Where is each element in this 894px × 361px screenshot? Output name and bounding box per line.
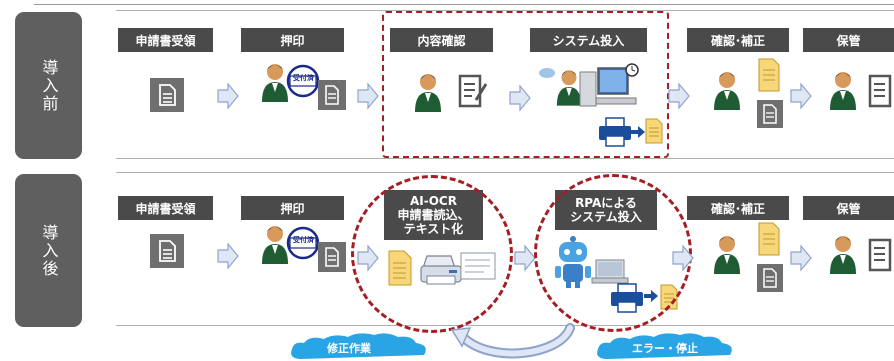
person-icon <box>830 72 856 110</box>
document-icon <box>150 234 184 268</box>
before-row-bottom-line <box>116 158 894 159</box>
after-row-top-line <box>116 172 894 173</box>
after-step-stamp: 押印 <box>241 196 344 220</box>
loop-arrow-icon <box>450 323 575 359</box>
checklist-icon <box>868 74 892 108</box>
computer-icon <box>579 63 639 107</box>
arrow-right-icon <box>509 84 531 112</box>
printer-icon <box>599 117 631 147</box>
before-step-stamp: 押印 <box>241 28 344 52</box>
person-icon <box>415 74 441 112</box>
arrow-right-icon <box>217 82 239 110</box>
document-yellow-icon <box>758 58 780 92</box>
stamp-label: 受付済 <box>293 236 314 244</box>
document-icon <box>150 78 184 112</box>
before-step-input: システム投入 <box>530 28 647 52</box>
highlight-circle-ai-ocr <box>351 175 513 333</box>
highlight-region-manual <box>382 11 669 158</box>
arrow-right-icon <box>357 82 379 110</box>
person-icon <box>262 226 288 264</box>
highlight-circle-rpa <box>534 174 692 332</box>
speech-bubble-icon <box>539 68 555 78</box>
before-step-check: 内容確認 <box>390 28 493 52</box>
arrow-right-icon <box>672 244 694 272</box>
row-label-before: 導入前 <box>15 12 82 159</box>
top-divider <box>34 4 894 5</box>
before-step-verify: 確認･補正 <box>687 28 789 52</box>
checklist-icon <box>458 74 488 108</box>
cloud-icon <box>597 333 732 359</box>
document-icon <box>757 100 783 128</box>
stamp-label: 受付済 <box>293 74 314 82</box>
person-icon <box>714 236 740 274</box>
person-icon <box>556 70 582 106</box>
person-icon <box>830 236 856 274</box>
cloud-icon <box>291 333 426 359</box>
document-icon <box>757 264 783 292</box>
person-icon <box>262 64 288 102</box>
document-yellow-icon <box>758 222 780 256</box>
row-label-after: 導入後 <box>15 174 82 327</box>
arrow-right-icon <box>217 242 239 270</box>
arrow-right-icon <box>668 82 690 110</box>
before-step-store: 保管 <box>803 28 894 52</box>
checklist-icon <box>868 238 892 272</box>
after-step-receive: 申請書受領 <box>118 196 213 220</box>
document-icon <box>318 242 346 272</box>
person-icon <box>714 72 740 110</box>
arrow-right-icon <box>790 82 812 110</box>
before-step-receive: 申請書受領 <box>118 28 213 52</box>
after-row-bottom-line <box>116 325 894 326</box>
arrow-right-icon <box>790 244 812 272</box>
arrow-small-icon <box>631 126 645 138</box>
before-row-top-line <box>116 10 894 11</box>
document-yellow-icon <box>645 118 663 144</box>
after-step-verify: 確認･補正 <box>687 196 789 220</box>
after-step-store: 保管 <box>803 196 894 220</box>
arrow-right-icon <box>514 244 536 272</box>
cloud-label-fix: 修正作業 <box>327 342 371 355</box>
cloud-label-error: エラー・停止 <box>632 342 698 355</box>
document-icon <box>318 80 346 110</box>
